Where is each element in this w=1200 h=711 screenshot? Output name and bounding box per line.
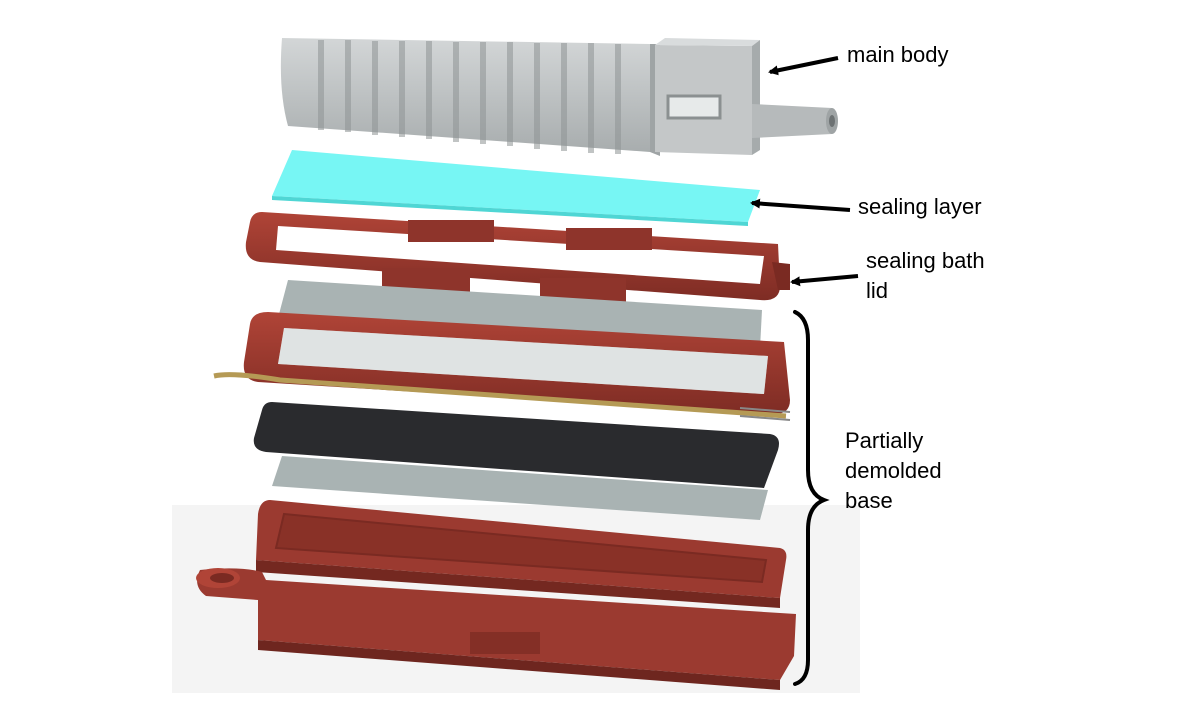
arrow-icon: [750, 198, 851, 212]
electrode-sheet: [253, 402, 779, 488]
base-label-line: demolded: [845, 458, 942, 483]
wire: [213, 372, 791, 421]
sealing-bath-lid-label: sealing bath lid: [866, 246, 985, 306]
sealing-layer-label: sealing layer: [858, 194, 982, 219]
main-body-label: main body: [847, 42, 949, 67]
sealing-layer: [272, 150, 760, 226]
arrow-icon: [790, 274, 859, 287]
base-label-line: base: [845, 488, 893, 513]
curly-brace-icon: [793, 310, 830, 686]
glass-slide-top: [278, 280, 762, 348]
arrow-icon: [768, 56, 839, 76]
sealing-bath-lid-label-line: sealing bath: [866, 248, 985, 273]
main-body-window: [666, 94, 722, 120]
sealing-bath-lid-label-line: lid: [866, 278, 889, 303]
base-plate: [196, 568, 796, 690]
main-body-tube: [752, 104, 832, 138]
base-label-line: Partially: [845, 428, 924, 453]
main-body: [280, 38, 838, 156]
glass-slide-bottom: [272, 456, 768, 520]
sealing-bath-lid: [245, 212, 790, 302]
main-body-fins: [318, 40, 621, 154]
base-label: Partially demolded base: [845, 426, 942, 516]
base-tray: [256, 500, 787, 608]
